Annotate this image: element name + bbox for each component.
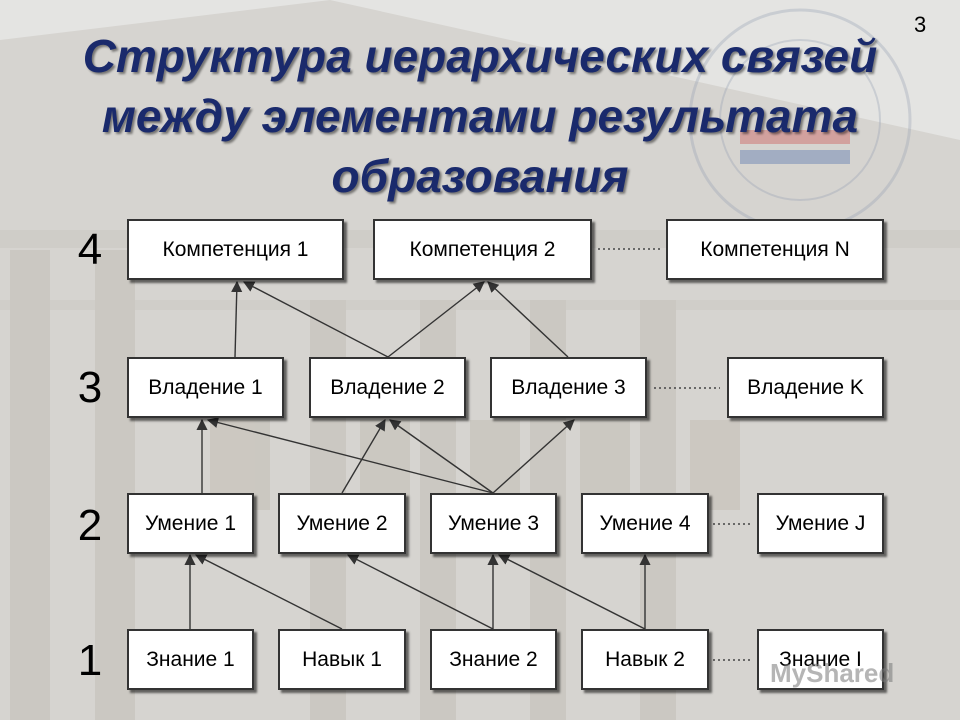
node-skill-1: Умение 1 xyxy=(127,493,254,554)
node-competence-2: Компетенция 2 xyxy=(373,219,592,280)
node-knowledge-2: Знание 2 xyxy=(430,629,557,690)
node-possession-3: Владение 3 xyxy=(490,357,647,418)
watermark: MyShared xyxy=(770,658,895,688)
node-habit-1: Навык 1 xyxy=(278,629,406,690)
level-label-1: 1 xyxy=(77,636,103,685)
title-line-3: образования xyxy=(331,150,629,202)
node-skill-2: Умение 2 xyxy=(278,493,406,554)
level-label-4: 4 xyxy=(77,225,103,274)
slide-title: Структура иерархических связей между эле… xyxy=(40,26,920,206)
node-knowledge-1: Знание 1 xyxy=(127,629,254,690)
node-possession-2: Владение 2 xyxy=(309,357,466,418)
node-skill-3: Умение 3 xyxy=(430,493,557,554)
node-possession-1: Владение 1 xyxy=(127,357,284,418)
node-knowledge-i: Знание I xyxy=(757,629,884,690)
level-label-2: 2 xyxy=(77,501,103,550)
node-competence-1: Компетенция 1 xyxy=(127,219,344,280)
level-label-3: 3 xyxy=(77,363,103,412)
node-possession-k: Владение K xyxy=(727,357,884,418)
node-competence-n: Компетенция N xyxy=(666,219,884,280)
node-skill-4: Умение 4 xyxy=(581,493,709,554)
title-line-1: Структура иерархических связей xyxy=(82,30,878,82)
node-habit-2: Навык 2 xyxy=(581,629,709,690)
node-skill-j: Умение J xyxy=(757,493,884,554)
slide-number: 3 xyxy=(914,12,927,37)
title-line-2: между элементами результата xyxy=(101,90,859,142)
